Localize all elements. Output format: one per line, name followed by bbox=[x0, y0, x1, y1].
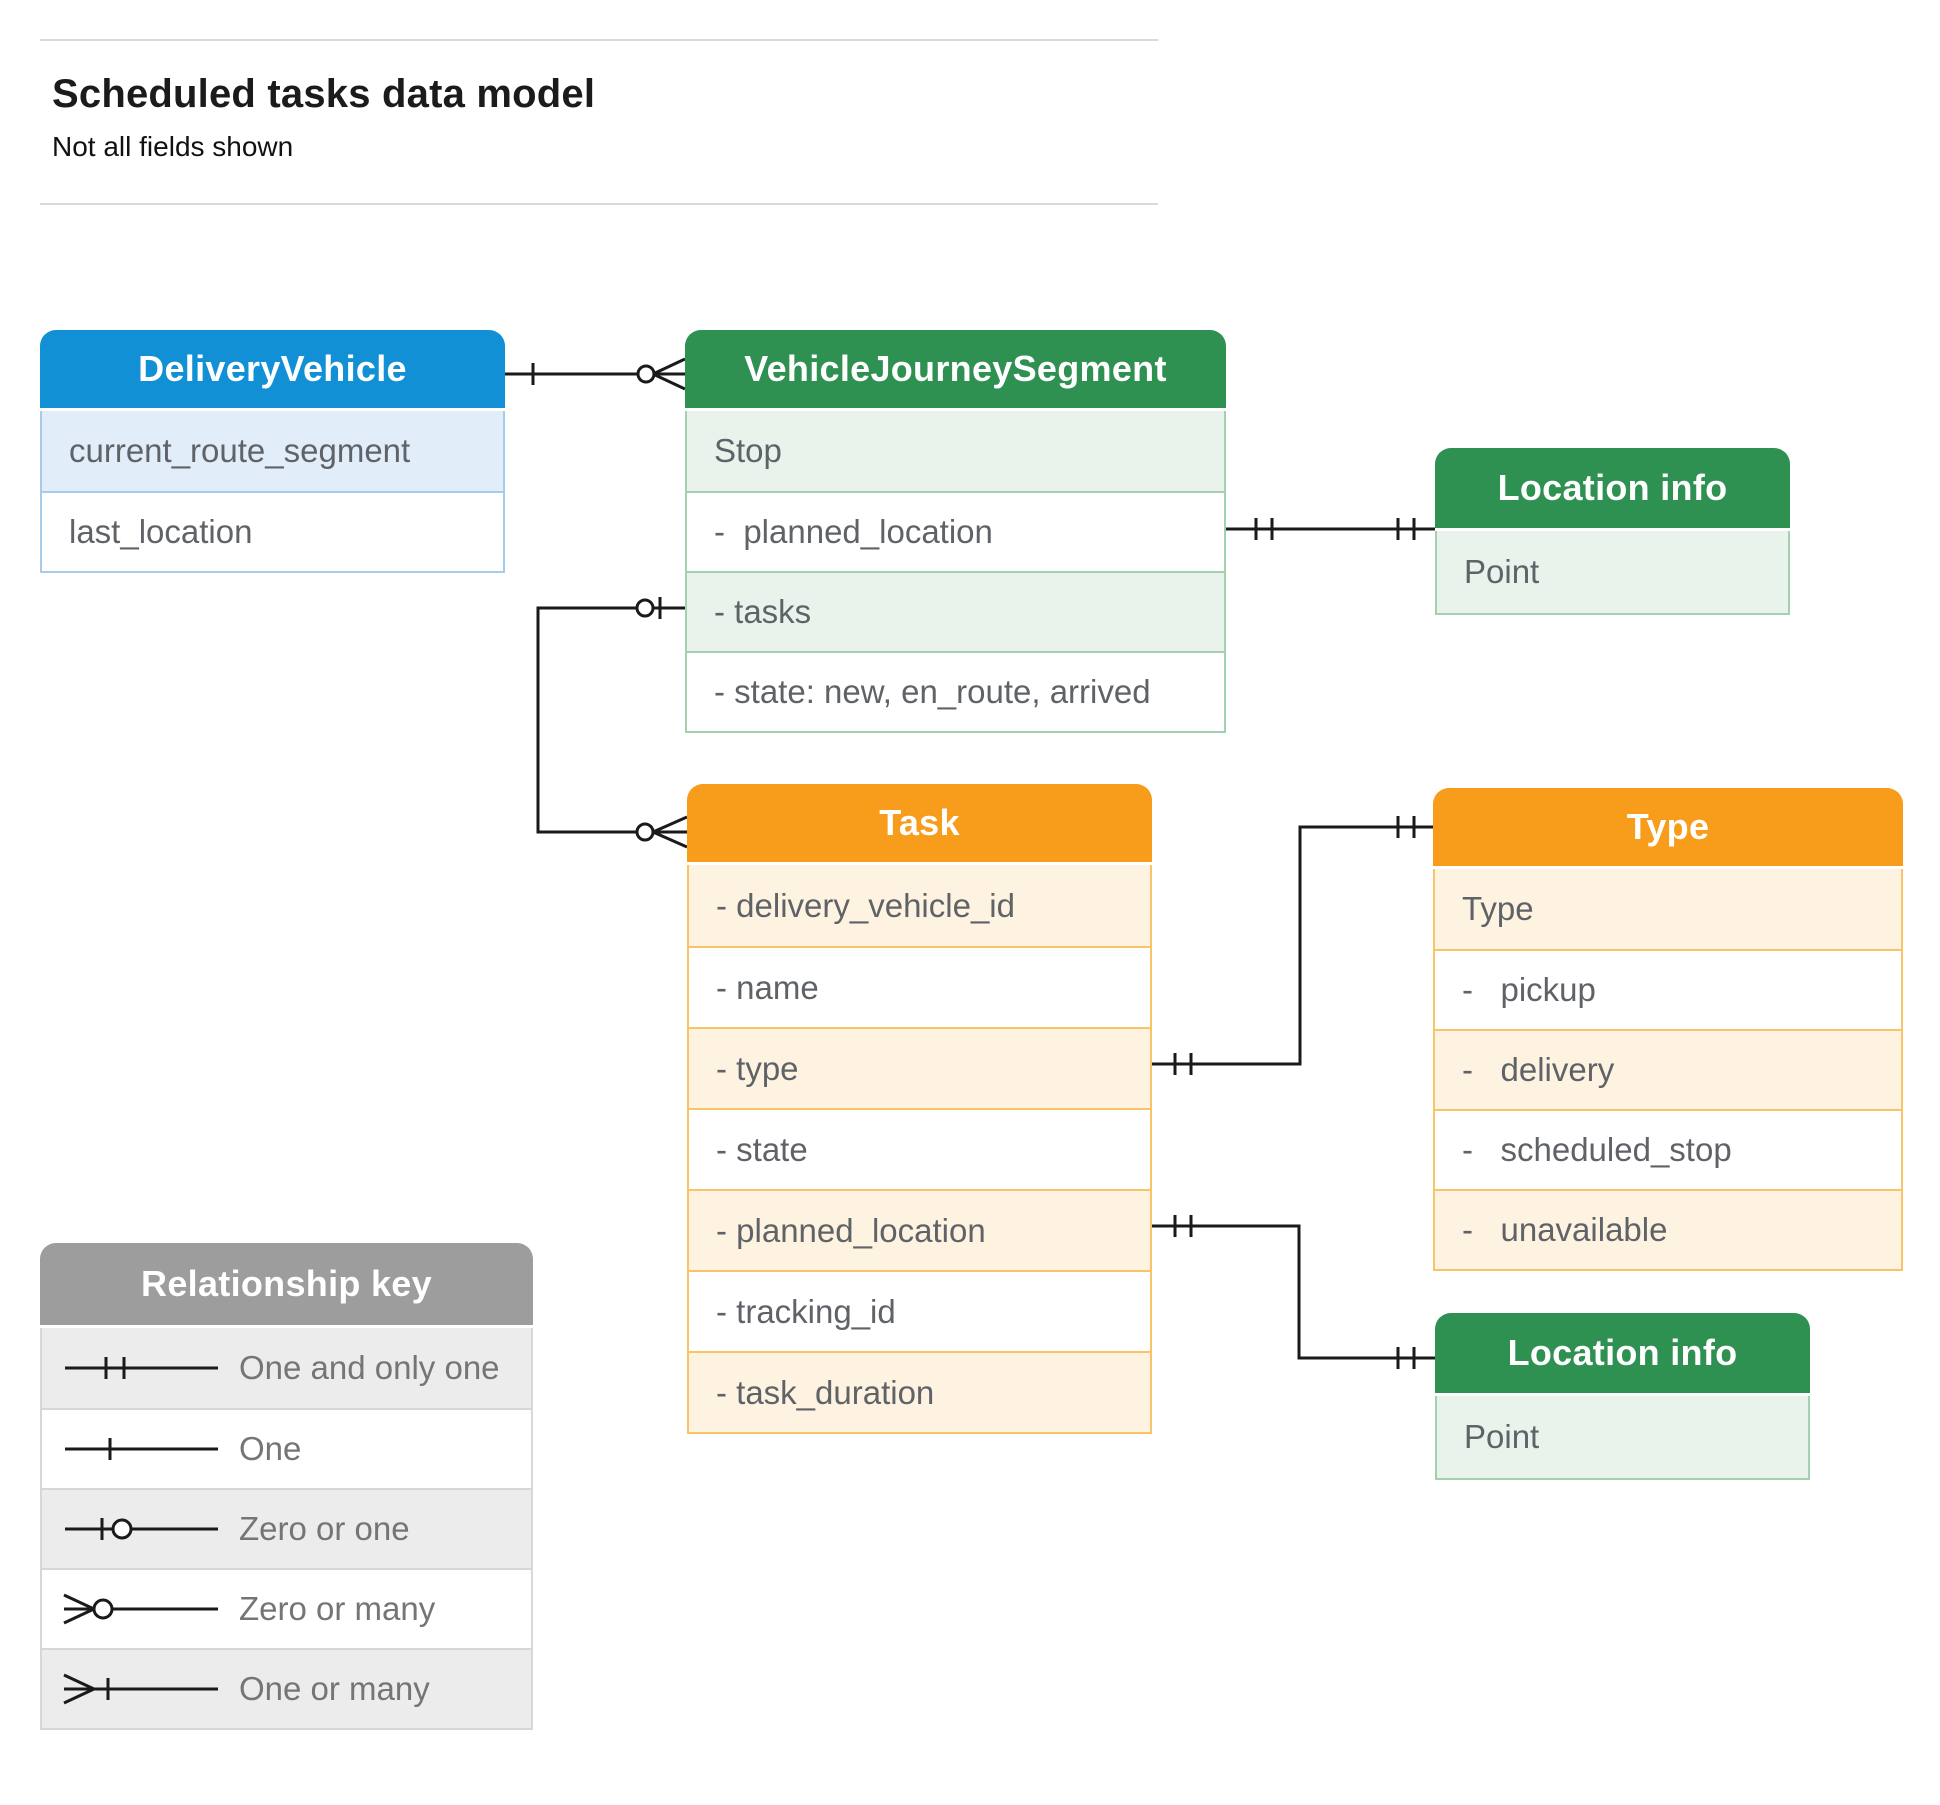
zero-circle-icon bbox=[635, 822, 655, 842]
field-name: - name bbox=[689, 946, 1150, 1027]
field-scheduled-stop: - scheduled_stop bbox=[1435, 1109, 1901, 1189]
field-pickup: - pickup bbox=[1435, 949, 1901, 1029]
field-type: Type bbox=[1435, 869, 1901, 949]
field-point: Point bbox=[1437, 1396, 1808, 1478]
page-title: Scheduled tasks data model bbox=[52, 72, 596, 116]
legend-item-zero-or-many: Zero or many bbox=[42, 1568, 531, 1648]
field-task-duration: - task_duration bbox=[689, 1351, 1150, 1432]
entity-title: VehicleJourneySegment bbox=[685, 330, 1226, 411]
crow-foot-icon bbox=[652, 815, 688, 834]
field-last-location: last_location bbox=[42, 491, 503, 571]
entity-title: Location info bbox=[1435, 448, 1790, 531]
field-type: - type bbox=[689, 1027, 1150, 1108]
entity-type: Type Type - pickup - delivery - schedule… bbox=[1433, 788, 1903, 1271]
entity-location-info-top: Location info Point bbox=[1435, 448, 1790, 615]
field-delivery-vehicle-id: - delivery_vehicle_id bbox=[689, 865, 1150, 946]
legend-label: Zero or one bbox=[239, 1510, 410, 1547]
field-planned-location: - planned_location bbox=[689, 1189, 1150, 1270]
crow-foot-icon bbox=[652, 357, 686, 376]
entity-delivery-vehicle: DeliveryVehicle current_route_segment la… bbox=[40, 330, 505, 573]
legend-label: Zero or many bbox=[239, 1590, 436, 1627]
one-or-many-icon bbox=[63, 1673, 218, 1705]
one-and-only-one-icon bbox=[65, 1357, 218, 1379]
field-current-route-segment: current_route_segment bbox=[42, 411, 503, 491]
entity-title: Location info bbox=[1435, 1313, 1810, 1396]
legend-item-one: One bbox=[42, 1408, 531, 1488]
title-divider bbox=[40, 203, 1158, 205]
zero-circle-icon bbox=[635, 598, 655, 618]
legend-item-zero-or-one: Zero or one bbox=[42, 1488, 531, 1568]
entity-vehicle-journey-segment: VehicleJourneySegment Stop - planned_loc… bbox=[685, 330, 1226, 733]
entity-location-info-bottom: Location info Point bbox=[1435, 1313, 1810, 1480]
connector-plannedlocation-locationinfo-top bbox=[1226, 518, 1435, 540]
connector-plannedlocation-locationinfo-bottom bbox=[1152, 1215, 1435, 1369]
zero-or-one-icon bbox=[65, 1518, 218, 1540]
field-point: Point bbox=[1437, 531, 1788, 613]
field-state: - state: new, en_route, arrived bbox=[687, 651, 1224, 731]
field-stop: Stop bbox=[687, 411, 1224, 491]
connector-tasks-task bbox=[536, 597, 688, 849]
field-planned-location: - planned_location bbox=[687, 491, 1224, 571]
zero-or-many-icon bbox=[63, 1593, 218, 1625]
field-tracking-id: - tracking_id bbox=[689, 1270, 1150, 1351]
connector-deliveryvehicle-vehiclejourneysegment bbox=[505, 357, 686, 391]
entity-task: Task - delivery_vehicle_id - name - type… bbox=[687, 784, 1152, 1434]
field-unavailable: - unavailable bbox=[1435, 1189, 1901, 1269]
legend-label: One and only one bbox=[239, 1349, 500, 1386]
connector-type-type-entity bbox=[1152, 816, 1433, 1075]
legend-title: Relationship key bbox=[40, 1243, 533, 1328]
legend-label: One or many bbox=[239, 1670, 430, 1707]
legend-item-one-and-only-one: One and only one bbox=[42, 1328, 531, 1408]
legend-item-one-or-many: One or many bbox=[42, 1648, 531, 1728]
zero-circle-icon bbox=[636, 364, 656, 384]
entity-title: Task bbox=[687, 784, 1152, 865]
field-tasks: - tasks bbox=[687, 571, 1224, 651]
relationship-key: Relationship key One and only one One bbox=[40, 1243, 533, 1730]
page-subtitle: Not all fields shown bbox=[52, 131, 294, 162]
one-icon bbox=[65, 1438, 218, 1460]
field-state: - state bbox=[689, 1108, 1150, 1189]
legend-label: One bbox=[239, 1430, 302, 1467]
field-delivery: - delivery bbox=[1435, 1029, 1901, 1109]
entity-title: DeliveryVehicle bbox=[40, 330, 505, 411]
top-divider bbox=[40, 39, 1158, 41]
entity-title: Type bbox=[1433, 788, 1903, 869]
